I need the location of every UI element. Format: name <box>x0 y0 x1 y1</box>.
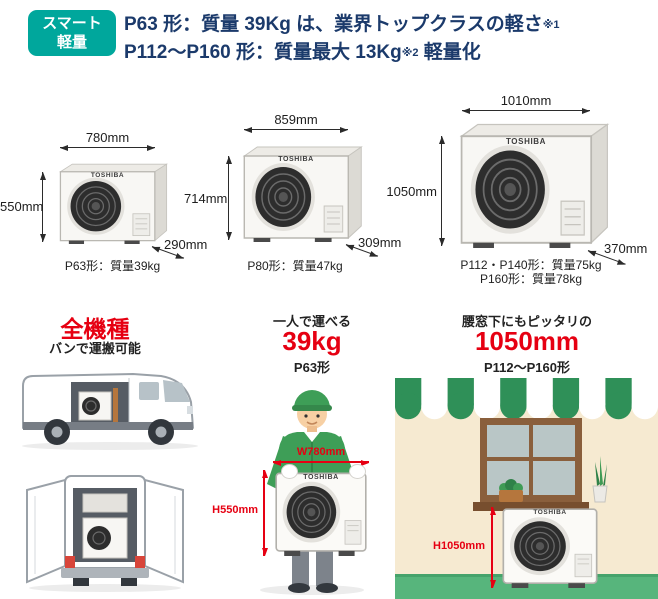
p63-height-arrow <box>40 172 46 242</box>
headline-line2-text: P112〜P160 形：質量最大 13Kg <box>124 42 402 63</box>
p63-width-label: 780mm <box>85 130 130 145</box>
carry-feature-value: 39kg <box>282 326 342 356</box>
p80-width-label: 859mm <box>274 112 318 127</box>
p112-caption-line1: P112・P140形：質量75kg <box>460 258 602 272</box>
p112-caption-line2: P160形：質量78kg <box>479 272 583 286</box>
carry-feature-lead: 一人で運べる <box>272 314 351 329</box>
p63-brand-logo: TOSHIBA <box>90 172 125 179</box>
headline-note1: ※1 <box>542 19 560 31</box>
van-feature-title: 全機種 <box>60 316 130 342</box>
headline: P63 形：質量 39Kg は、業界トップクラスの軽さ※1 P112〜P160 … <box>124 11 560 67</box>
window-unit-illustration <box>500 506 600 588</box>
van-feature-subtitle: バンで運搬可能 <box>49 341 141 356</box>
window-feature-lead: 腰窓下にもピッタリの <box>461 314 592 329</box>
van-side-illustration <box>22 373 198 450</box>
p80-depth-label: 309mm <box>358 235 402 250</box>
window-height-label: H1050mm <box>433 540 485 552</box>
headline-line1-text: P63 形：質量 39Kg は、業界トップクラスの軽さ <box>124 14 543 35</box>
p112-width-label: 1010mm <box>500 93 552 108</box>
p112-height-arrow <box>439 136 445 246</box>
p63-width-arrow <box>60 145 155 151</box>
smart-lightweight-badge: スマート 軽量 <box>28 10 116 56</box>
window-unit-brand: TOSHIBA <box>533 509 567 516</box>
badge-line1: スマート <box>42 15 102 32</box>
headline-line2-suffix: 軽量化 <box>418 42 481 63</box>
window-feature-model: P112〜P160形 <box>483 360 570 375</box>
window-feature-value: 1050mm <box>474 326 580 356</box>
p80-height-arrow <box>226 156 232 240</box>
carry-height-label: H550mm <box>212 504 258 516</box>
badge-line2: 軽量 <box>56 34 87 51</box>
worker-right-glove <box>349 464 366 479</box>
p63-depth-label: 290mm <box>164 237 208 252</box>
worker-left-glove <box>281 464 298 479</box>
headline-line2: P112〜P160 形：質量最大 13Kg※2 軽量化 <box>124 39 560 67</box>
carry-width-arrow <box>273 460 369 466</box>
p80-width-arrow <box>244 127 348 133</box>
p80-brand-logo: TOSHIBA <box>278 156 314 163</box>
carried-unit-brand: TOSHIBA <box>303 474 339 481</box>
p112-width-arrow <box>462 108 590 114</box>
headline-line1: P63 形：質量 39Kg は、業界トップクラスの軽さ※1 <box>124 11 560 39</box>
p63-caption: P63形：質量39kg <box>64 259 161 273</box>
p80-caption: P80形：質量47kg <box>247 259 343 273</box>
carry-width-label: W780mm <box>296 446 346 458</box>
carry-feature-model: P63形 <box>293 360 331 375</box>
headline-note2: ※2 <box>401 47 419 59</box>
window-height-arrow <box>490 507 496 588</box>
p112-height-label: 1050mm <box>386 184 437 199</box>
p112-depth-label: 370mm <box>604 241 648 256</box>
van-rear-illustration <box>26 475 184 592</box>
p80-height-label: 714mm <box>184 191 228 206</box>
carry-height-arrow <box>262 470 268 556</box>
p112-brand-logo: TOSHIBA <box>505 137 547 146</box>
p63-height-label: 550mm <box>0 199 44 214</box>
carried-unit-illustration <box>273 470 369 556</box>
